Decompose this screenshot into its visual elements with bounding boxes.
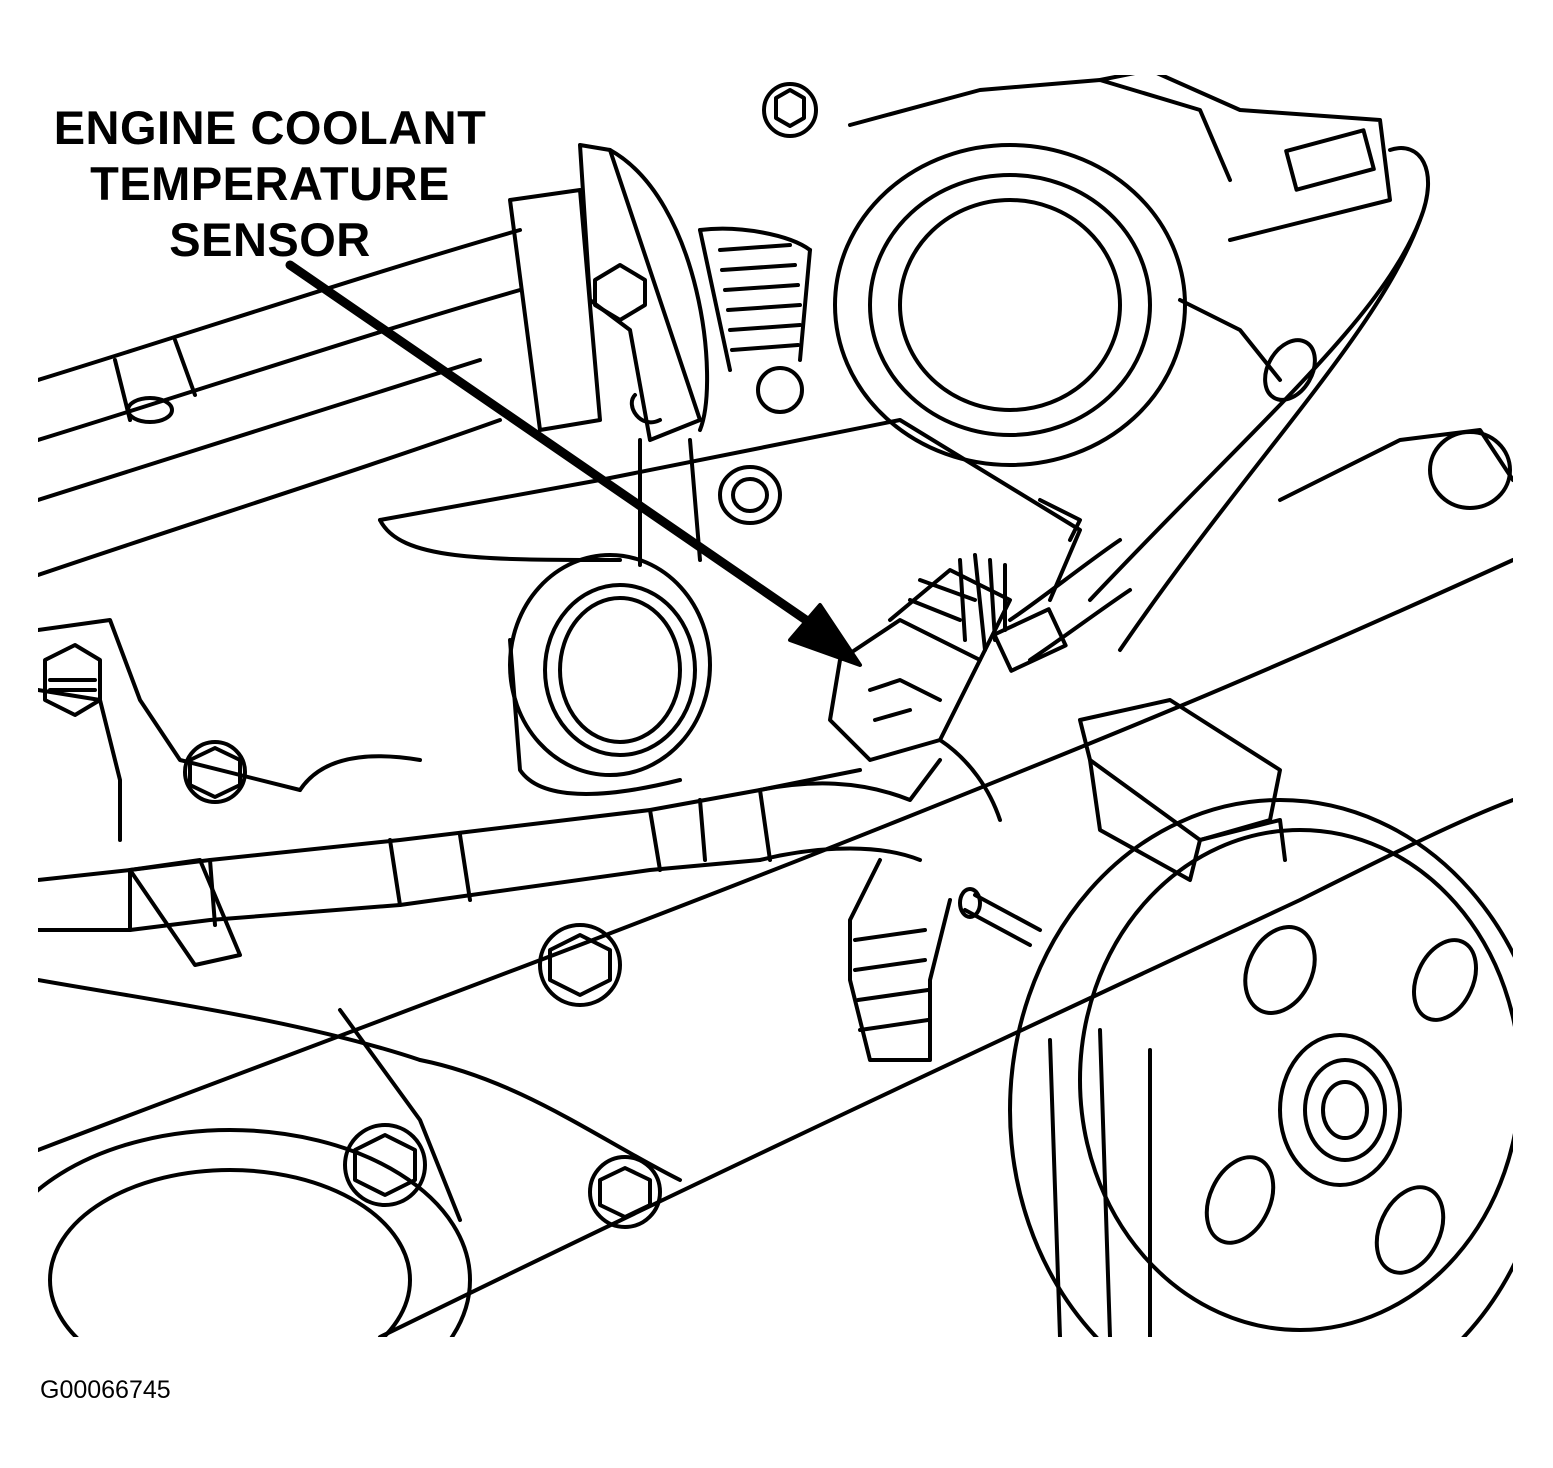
sensor-connector [828,538,1132,762]
throttle-body [762,75,1430,652]
crank-pulley [1008,798,1513,1337]
callout-line-3: SENSOR [169,213,371,266]
throttle-bracket [508,143,710,567]
right-module [1078,698,1287,882]
bolt-group [183,740,1042,1229]
engine-block-left [38,618,422,842]
coolant-outlet [508,553,712,796]
spring-coil [698,226,812,372]
drive-belt [38,428,1513,1337]
lower-left-pulley [38,978,682,1337]
upper-intake-tubes [38,228,522,577]
callout-arrow [285,260,862,667]
callout-line-2: TEMPERATURE [90,157,450,210]
throttle-lower-bracket [378,366,1082,602]
wiring-harness [38,738,1002,1062]
callout-line-1: ENGINE COOLANT [53,101,487,154]
figure-id: G00066745 [40,1376,171,1404]
callout-label: ENGINE COOLANT TEMPERATURE SENSOR [40,100,500,268]
